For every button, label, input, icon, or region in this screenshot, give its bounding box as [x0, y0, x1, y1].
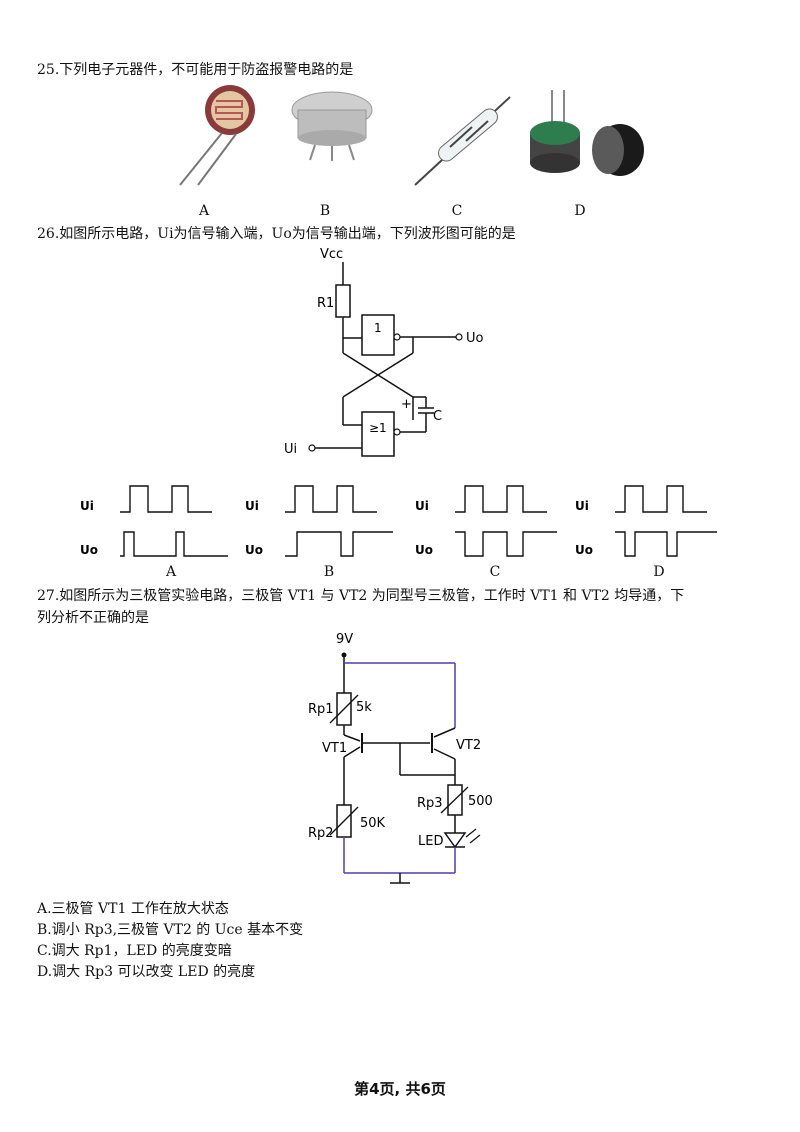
- wave-ui-label: Ui: [245, 499, 259, 513]
- ui-waveform: [615, 485, 707, 513]
- wave-uo-label: Uo: [575, 543, 593, 557]
- q26-option-d-label: D: [653, 564, 665, 580]
- gate2-label: ≥1: [369, 421, 387, 435]
- q27-stem-line1: 27.如图所示为三极管实验电路，三极管 VT1 与 VT2 为同型号三极管，工作…: [37, 588, 685, 604]
- not-gate: [361, 314, 395, 356]
- q27-option-d: D.调大 Rp3 可以改变 LED 的亮度: [37, 964, 256, 980]
- q26-option-c-label: C: [489, 564, 501, 580]
- q27-circuit-diagram: 9V Rp1 5k VT1 VT2 Rp3 500 LED Rp2 50K: [308, 632, 493, 884]
- rp3-value: 500: [468, 794, 493, 809]
- photoresistor-image: [179, 85, 255, 186]
- q27-option-a: A.三极管 VT1 工作在放大状态: [37, 901, 229, 917]
- uo-waveform: [615, 531, 717, 557]
- led-symbol: [443, 832, 467, 849]
- cap-plus: +: [401, 397, 412, 412]
- q26-option-a-label: A: [165, 564, 177, 580]
- uo-waveform: [285, 531, 393, 557]
- reed-switch-image: [414, 96, 511, 186]
- nor-gate: [361, 411, 395, 457]
- gas-sensor-image: [291, 91, 373, 161]
- r1-resistor: [335, 284, 351, 318]
- wave-ui-label: Ui: [415, 499, 429, 513]
- uo-label: Uo: [466, 331, 484, 346]
- vt2-label: VT2: [456, 738, 481, 753]
- ui-label: Ui: [284, 442, 297, 457]
- ui-waveform: [120, 485, 212, 513]
- ui-waveform: [455, 485, 547, 513]
- ui-waveform: [285, 485, 377, 513]
- q27-option-b: B.调小 Rp3,三极管 VT2 的 Uce 基本不变: [37, 922, 304, 938]
- vcc-label: Vcc: [320, 247, 343, 262]
- wave-uo-label: Uo: [415, 543, 433, 557]
- q27-stem-line2: 列分析不正确的是: [37, 610, 149, 626]
- wave-ui-label: Ui: [80, 499, 94, 513]
- page-footer: 第4页, 共6页: [354, 1080, 446, 1098]
- q25-option-d-label: D: [574, 203, 586, 219]
- rp1-label: Rp1: [308, 702, 334, 717]
- q26-stem: 26.如图所示电路，Ui为信号输入端，Uo为信号输出端，下列波形图可能的是: [37, 226, 516, 242]
- cap-label: C: [433, 409, 442, 424]
- microphone-image: [530, 90, 644, 176]
- q25-component-photos: [179, 85, 644, 186]
- led-label: LED: [418, 834, 443, 849]
- rp2-label: Rp2: [308, 826, 334, 841]
- gate1-label: 1: [374, 321, 382, 335]
- wave-ui-label: Ui: [575, 499, 589, 513]
- q27-option-c: C.调大 Rp1，LED 的亮度变暗: [37, 943, 232, 959]
- rp3-label: Rp3: [417, 796, 443, 811]
- ui-terminal: [308, 444, 316, 452]
- uo-waveform: [455, 531, 557, 557]
- rp1-value: 5k: [356, 700, 372, 715]
- rp2-value: 50K: [360, 816, 386, 831]
- q26-circuit-diagram: Vcc R1 1 Uo + C ≥1 Ui: [284, 247, 484, 457]
- q25-option-c-label: C: [451, 203, 463, 219]
- r1-label: R1: [317, 296, 334, 311]
- uo-waveform: [120, 531, 228, 557]
- q25-option-a-label: A: [198, 203, 210, 219]
- wave-uo-label: Uo: [80, 543, 98, 557]
- q25-stem: 25.下列电子元器件，不可能用于防盗报警电路的是: [37, 62, 354, 78]
- vt1-label: VT1: [322, 741, 347, 756]
- q25-option-b-label: B: [319, 203, 331, 219]
- uo-terminal: [455, 333, 463, 341]
- wave-uo-label: Uo: [245, 543, 263, 557]
- q26-option-b-label: B: [323, 564, 335, 580]
- supply-label: 9V: [336, 632, 353, 647]
